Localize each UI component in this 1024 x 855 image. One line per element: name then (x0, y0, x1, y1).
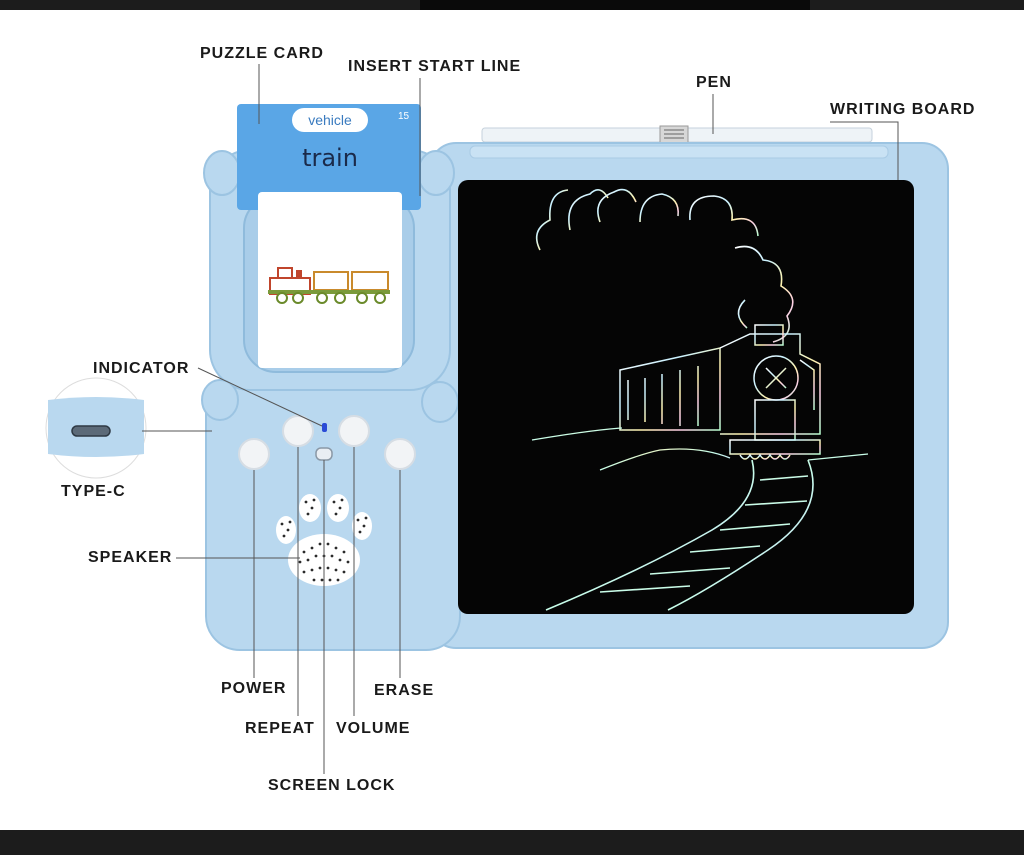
label-writing-board: WRITING BOARD (830, 101, 976, 118)
top-frame-gap (420, 0, 810, 10)
indicator-light (322, 423, 327, 432)
card-category-pill: vehicle (292, 108, 368, 132)
repeat-button[interactable] (282, 415, 314, 447)
leader-lines (142, 64, 899, 774)
buttons (238, 415, 416, 470)
train-picture (268, 267, 390, 304)
pen[interactable] (481, 125, 873, 145)
power-button[interactable] (238, 438, 270, 470)
label-speaker: SPEAKER (88, 549, 173, 566)
type-c-inset (45, 377, 147, 479)
erase-button[interactable] (384, 438, 416, 470)
label-insert-start-line: INSERT START LINE (348, 58, 522, 75)
type-c-port[interactable] (71, 425, 111, 437)
track-drawing (545, 459, 814, 611)
label-repeat: REPEAT (245, 720, 315, 737)
label-indicator: INDICATOR (93, 360, 190, 377)
writing-board-screen[interactable] (458, 180, 914, 614)
label-power: POWER (221, 680, 287, 697)
label-volume: VOLUME (336, 720, 411, 737)
label-erase: ERASE (374, 682, 435, 699)
smoke-drawing (535, 188, 794, 343)
label-pen: PEN (696, 74, 732, 91)
ground-drawing (531, 427, 869, 471)
card-number: 15 (398, 111, 410, 122)
card-word: train (302, 144, 358, 172)
train-drawing (619, 324, 821, 460)
label-puzzle-card: PUZZLE CARD (200, 45, 324, 62)
top-frame-bar (0, 0, 1024, 10)
bottom-frame-bar (0, 830, 1024, 855)
screen-lock-switch[interactable] (315, 447, 333, 461)
speaker-holes (280, 498, 368, 582)
volume-button[interactable] (338, 415, 370, 447)
puzzle-card[interactable] (237, 104, 421, 368)
label-screen-lock: SCREEN LOCK (268, 777, 396, 794)
label-type-c: TYPE-C (61, 483, 126, 500)
